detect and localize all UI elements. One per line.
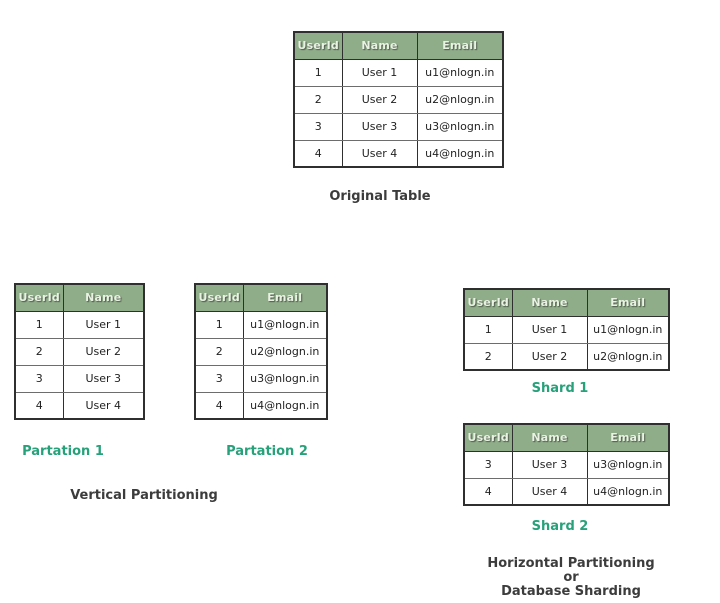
table-cell: u3@nlogn.in (242, 364, 328, 393)
table-cell: User 3 (511, 450, 588, 479)
table-cell: 2 (194, 337, 244, 366)
caption-line: or (563, 570, 579, 585)
column-header: Email (416, 31, 504, 60)
table-cell: u2@nlogn.in (586, 342, 670, 371)
table-cell: 4 (194, 391, 244, 420)
table-cell: User 1 (511, 315, 588, 344)
table-cell: u4@nlogn.in (242, 391, 328, 420)
table-cell: 3 (14, 364, 64, 393)
shard2-label: Shard 2 (531, 519, 589, 534)
table-cell: User 1 (341, 58, 418, 87)
horizontal-partitioning-caption: Horizontal Partitioning or Database Shar… (461, 557, 681, 599)
table-cell: User 4 (62, 391, 145, 420)
table-cell: 3 (194, 364, 244, 393)
table-cell: User 2 (511, 342, 588, 371)
table-cell: u3@nlogn.in (416, 112, 504, 141)
caption-line: Horizontal Partitioning (487, 556, 655, 571)
table-cell: 2 (14, 337, 64, 366)
table-cell: 3 (463, 450, 513, 479)
column-header: Email (586, 288, 670, 317)
table-cell: 1 (293, 58, 343, 87)
partation2-label: Partation 2 (226, 444, 308, 459)
table-cell: User 4 (341, 139, 418, 168)
table-cell: User 2 (62, 337, 145, 366)
caption-line: Database Sharding (501, 584, 641, 599)
table-cell: User 2 (341, 85, 418, 114)
column-header: UserId (463, 423, 513, 452)
table-cell: User 4 (511, 477, 588, 506)
column-header: Name (511, 288, 588, 317)
table-cell: u4@nlogn.in (586, 477, 670, 506)
table-cell: 1 (463, 315, 513, 344)
table-cell: 2 (463, 342, 513, 371)
column-header: UserId (463, 288, 513, 317)
vertical-partitioning-caption: Vertical Partitioning (70, 488, 218, 503)
table-cell: u3@nlogn.in (586, 450, 670, 479)
column-header: Name (62, 283, 145, 312)
column-header: Name (341, 31, 418, 60)
shard1-label: Shard 1 (531, 381, 589, 396)
table-cell: 4 (463, 477, 513, 506)
column-header: Name (511, 423, 588, 452)
table-cell: User 3 (341, 112, 418, 141)
column-header: UserId (293, 31, 343, 60)
table-cell: User 1 (62, 310, 145, 339)
column-header: UserId (194, 283, 244, 312)
column-header: Email (586, 423, 670, 452)
table-cell: 2 (293, 85, 343, 114)
table-cell: 1 (194, 310, 244, 339)
original-table-caption: Original Table (329, 189, 431, 204)
partation1-label: Partation 1 (22, 444, 104, 459)
column-header: UserId (14, 283, 64, 312)
column-header: Email (242, 283, 328, 312)
table-cell: 4 (14, 391, 64, 420)
table-cell: u1@nlogn.in (586, 315, 670, 344)
table-cell: u1@nlogn.in (416, 58, 504, 87)
table-cell: u1@nlogn.in (242, 310, 328, 339)
table-cell: u2@nlogn.in (416, 85, 504, 114)
table-cell: 3 (293, 112, 343, 141)
table-cell: User 3 (62, 364, 145, 393)
table-cell: u2@nlogn.in (242, 337, 328, 366)
table-cell: 1 (14, 310, 64, 339)
table-cell: u4@nlogn.in (416, 139, 504, 168)
table-cell: 4 (293, 139, 343, 168)
